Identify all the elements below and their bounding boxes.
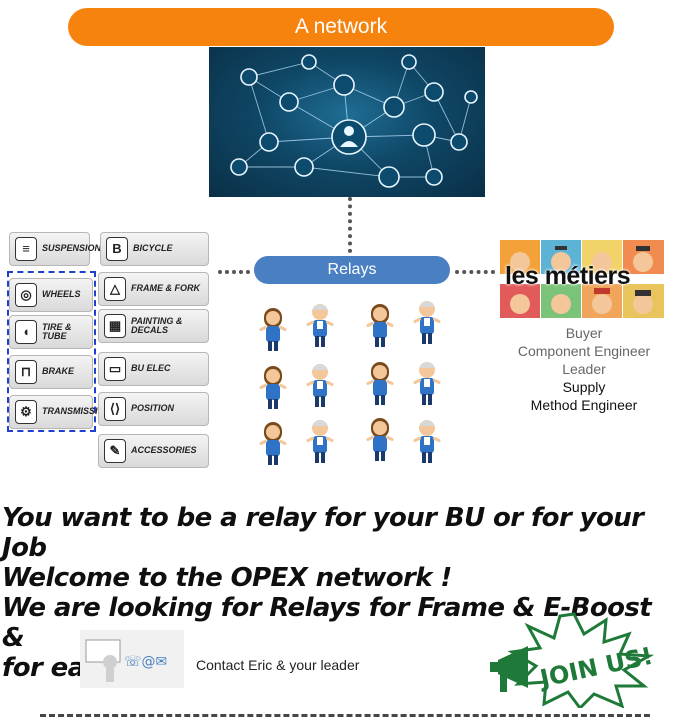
megaphone-icon bbox=[490, 646, 528, 692]
contact-illustration: ☏@✉ bbox=[80, 630, 184, 688]
category-wheels[interactable]: ◎ Wheels bbox=[9, 278, 93, 312]
call-to-action-text: You want to be a relay for your BU or fo… bbox=[2, 503, 674, 683]
contact-text: Contact Eric & your leader bbox=[196, 657, 360, 673]
network-illustration bbox=[209, 47, 485, 197]
category-position[interactable]: ⟨⟩ Position bbox=[98, 392, 209, 426]
role-component-engineer: Component Engineer bbox=[517, 343, 651, 359]
bottom-divider bbox=[40, 714, 650, 717]
network-graph-icon bbox=[230, 54, 478, 188]
tire-icon: ◖ bbox=[15, 320, 37, 344]
category-painting-decals[interactable]: ▦ Painting & Decals bbox=[98, 309, 209, 343]
category-accessories[interactable]: ✎ Accessories bbox=[98, 434, 209, 468]
transmission-icon: ⚙ bbox=[15, 400, 37, 424]
selected-categories-frame bbox=[7, 271, 96, 432]
relay-people-illustration bbox=[258, 301, 442, 465]
battery-icon: ▭ bbox=[104, 357, 126, 381]
left-connector bbox=[218, 270, 250, 274]
headline-line-1: You want to be a relay for your BU or fo… bbox=[2, 503, 644, 563]
jobs-list: Buyer Component Engineer Leader Supply M… bbox=[494, 324, 674, 414]
vertical-connector bbox=[348, 197, 352, 253]
brake-icon: ⊓ bbox=[15, 360, 37, 384]
bicycle-icon: ϐ bbox=[106, 237, 128, 261]
category-frame-fork[interactable]: △ Frame & Fork bbox=[98, 272, 209, 306]
role-method-engineer: Method Engineer bbox=[530, 397, 638, 413]
right-connector bbox=[455, 270, 495, 274]
saddle-icon: ⟨⟩ bbox=[104, 397, 126, 421]
role-buyer: Buyer bbox=[565, 325, 603, 341]
category-transmission[interactable]: ⚙ Transmission bbox=[9, 395, 111, 429]
frame-icon: △ bbox=[104, 277, 126, 301]
headline-line-2: Welcome to the OPEX network ! bbox=[2, 563, 452, 593]
spray-icon: ▦ bbox=[104, 314, 126, 338]
tools-icon: ✎ bbox=[104, 439, 126, 463]
role-supply: Supply bbox=[562, 379, 606, 395]
headline-line-3: We are looking for Relays for Frame & E-… bbox=[2, 593, 652, 653]
join-us-badge[interactable]: JOIN US! bbox=[484, 612, 664, 708]
category-tire-tube[interactable]: ◖ Tire & Tube bbox=[9, 315, 93, 349]
relays-banner: Relays bbox=[254, 256, 450, 284]
jobs-title: les métiers bbox=[505, 262, 631, 290]
wheel-icon: ◎ bbox=[15, 283, 37, 307]
category-bu-elec[interactable]: ▭ BU Elec bbox=[98, 352, 209, 386]
category-bicycle[interactable]: ϐ Bicycle bbox=[100, 232, 209, 266]
email-icon: ☏@✉ bbox=[124, 654, 167, 670]
network-title-banner: A network bbox=[68, 8, 614, 46]
category-suspension[interactable]: ≡ Suspension bbox=[9, 232, 101, 266]
category-brake[interactable]: ⊓ Brake bbox=[9, 355, 93, 389]
role-leader: Leader bbox=[562, 361, 606, 377]
relays-label: Relays bbox=[327, 261, 377, 278]
jobs-illustration bbox=[500, 240, 664, 318]
network-title: A network bbox=[294, 15, 388, 38]
suspension-icon: ≡ bbox=[15, 237, 37, 261]
